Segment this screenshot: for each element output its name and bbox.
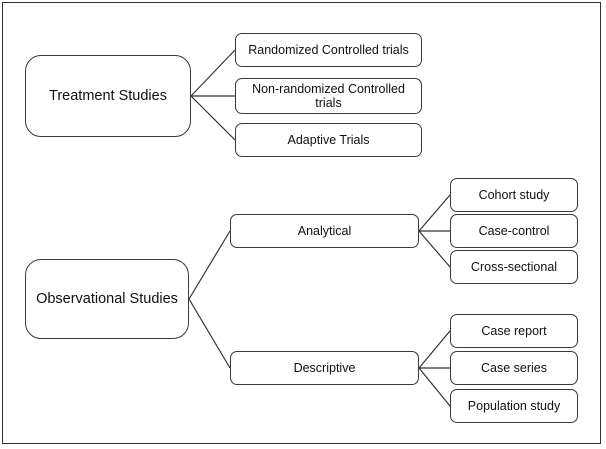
- node-adaptive-trials: Adaptive Trials: [235, 123, 422, 157]
- node-label: Adaptive Trials: [287, 132, 370, 147]
- node-label: Treatment Studies: [49, 87, 167, 104]
- node-randomized-controlled-trials: Randomized Controlled trials: [235, 33, 422, 67]
- node-label: Non-randomized Controlled trials: [252, 81, 405, 110]
- node-analytical: Analytical: [230, 214, 419, 248]
- connector-analytical-crosssectional: [418, 230, 451, 268]
- node-label: Descriptive: [293, 360, 356, 375]
- connector-analytical-cohort: [418, 194, 451, 232]
- node-case-report: Case report: [450, 314, 578, 348]
- node-population-study: Population study: [450, 389, 578, 423]
- node-label: Case-control: [478, 223, 550, 238]
- node-label: Analytical: [297, 223, 352, 238]
- node-label: Case series: [481, 360, 547, 375]
- connector-treatment-adaptive: [190, 95, 236, 141]
- connector-descriptive-casereport: [418, 330, 451, 369]
- diagram-frame: [2, 2, 601, 444]
- connector-observational-analytical: [188, 230, 231, 300]
- connector-descriptive-population: [418, 367, 451, 407]
- node-non-randomized-controlled-trials: Non-randomized Controlled trials: [235, 78, 422, 114]
- node-label: Cohort study: [478, 187, 550, 202]
- connector-treatment-rct: [190, 49, 236, 97]
- node-cross-sectional: Cross-sectional: [450, 250, 578, 284]
- node-label: Case report: [481, 323, 547, 338]
- node-label: Observational Studies: [36, 290, 178, 307]
- node-label: Randomized Controlled trials: [248, 42, 409, 57]
- node-descriptive: Descriptive: [230, 351, 419, 385]
- node-cohort-study: Cohort study: [450, 178, 578, 212]
- node-case-control: Case-control: [450, 214, 578, 248]
- connector-observational-descriptive: [188, 298, 231, 369]
- node-label: Population study: [467, 398, 561, 413]
- node-observational-studies: Observational Studies: [25, 259, 189, 339]
- node-case-series: Case series: [450, 351, 578, 385]
- node-label: Cross-sectional: [470, 259, 558, 274]
- node-treatment-studies: Treatment Studies: [25, 55, 191, 137]
